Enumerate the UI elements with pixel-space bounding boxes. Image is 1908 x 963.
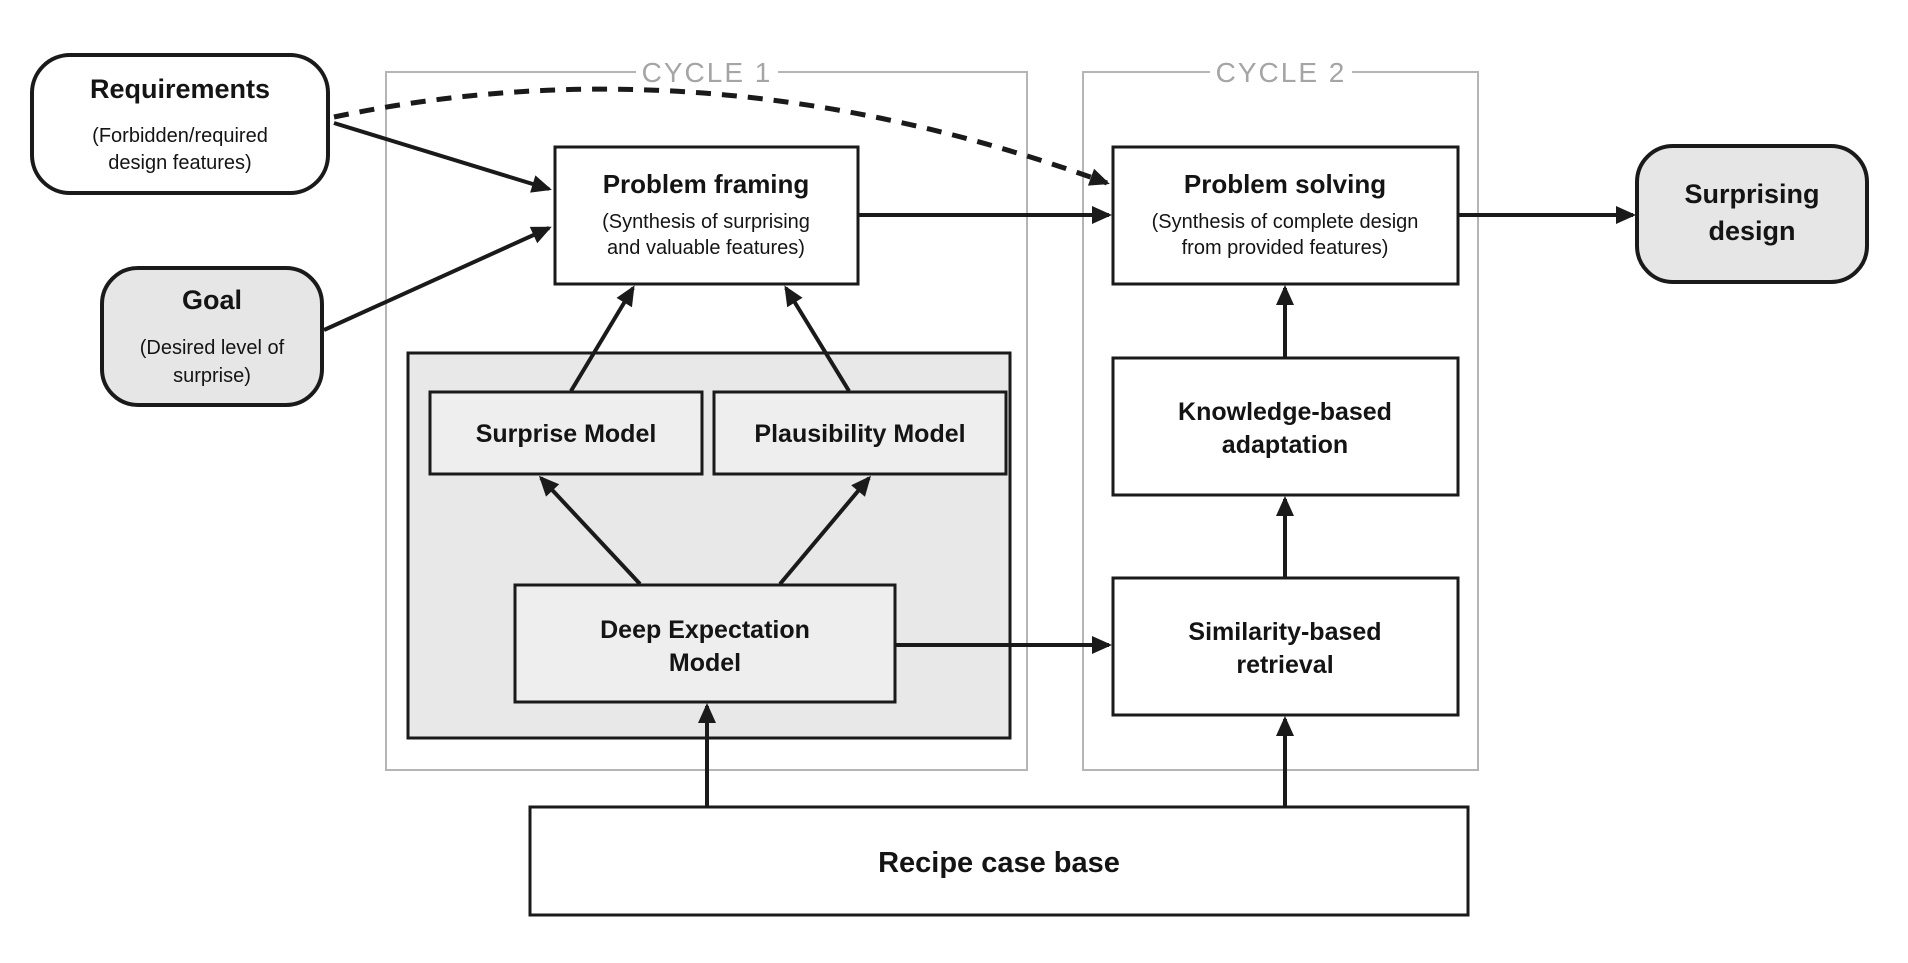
cycle1-label: CYCLE 1 <box>642 57 773 88</box>
surprising-design-node: Surprising design <box>1635 144 1869 284</box>
recipe-case-base-node: Recipe case base <box>528 805 1470 917</box>
deep-expectation-model-title-line2: Model <box>669 649 741 677</box>
similarity-based-retrieval-title-line1: Similarity-based <box>1188 618 1381 646</box>
edge-plausibility-model-to-problem-framing-arrow <box>784 285 851 393</box>
problem-framing-subtitle-line1: (Synthesis of surprising <box>602 211 810 233</box>
goal-subtitle-line1: (Desired level of <box>140 337 285 359</box>
problem-framing-box <box>553 145 860 286</box>
requirements-box <box>30 53 330 195</box>
similarity-based-retrieval-title-line2: retrieval <box>1236 651 1333 679</box>
similarity-based-retrieval-box <box>1111 576 1460 717</box>
plausibility-model-node: Plausibility Model <box>712 390 1008 476</box>
deep-expectation-model-title-line1: Deep Expectation <box>600 616 810 644</box>
edge-surprise-model-to-problem-framing-arrow <box>569 285 635 393</box>
requirements-node: Requirements (Forbidden/required design … <box>30 53 330 195</box>
knowledge-based-adaptation-box <box>1111 356 1460 497</box>
knowledge-based-adaptation-node: Knowledge-based adaptation <box>1111 356 1460 497</box>
deep-expectation-model-box <box>513 583 897 704</box>
problem-solving-subtitle-line2: from provided features) <box>1182 237 1389 259</box>
surprising-design-title-line2: design <box>1708 216 1795 246</box>
requirements-subtitle-line2: design features) <box>108 152 251 174</box>
edge-requirements-to-problem-framing-arrow <box>333 121 552 193</box>
edge-deep-expectation-to-surprise-model-arrow <box>538 475 642 586</box>
knowledge-based-adaptation-title-line2: adaptation <box>1222 431 1348 459</box>
goal-node: Goal (Desired level of surprise) <box>100 266 324 407</box>
similarity-based-retrieval-node: Similarity-based retrieval <box>1111 576 1460 717</box>
goal-subtitle-line2: surprise) <box>173 365 251 387</box>
edge-goal-to-problem-framing-arrow <box>323 226 552 332</box>
surprise-model-title: Surprise Model <box>476 420 657 448</box>
cycle2-label-backing <box>1210 54 1352 90</box>
surprise-model-box <box>428 390 704 476</box>
problem-framing-title: Problem framing <box>603 169 810 199</box>
cycle1-label-backing <box>636 54 778 90</box>
surprise-model-node: Surprise Model <box>428 390 704 476</box>
plausibility-model-box <box>712 390 1008 476</box>
goal-box <box>100 266 324 407</box>
cycle2-label: CYCLE 2 <box>1216 57 1347 88</box>
surprising-design-title-line1: Surprising <box>1684 179 1819 209</box>
problem-solving-node: Problem solving (Synthesis of complete d… <box>1111 145 1460 286</box>
goal-title: Goal <box>182 285 242 315</box>
knowledge-based-adaptation-title-line1: Knowledge-based <box>1178 398 1392 426</box>
plausibility-model-title: Plausibility Model <box>754 420 965 448</box>
deep-expectation-model-node: Deep Expectation Model <box>513 583 897 704</box>
requirements-subtitle-line1: (Forbidden/required <box>92 125 268 147</box>
problem-framing-subtitle-line2: and valuable features) <box>607 237 805 259</box>
surprising-design-box <box>1635 144 1869 284</box>
edge-deep-expectation-to-plausibility-model-arrow <box>778 475 871 586</box>
problem-framing-node: Problem framing (Synthesis of surprising… <box>553 145 860 286</box>
recipe-case-base-title: Recipe case base <box>878 847 1120 879</box>
problem-solving-title: Problem solving <box>1184 169 1386 199</box>
recipe-case-base-box <box>528 805 1470 917</box>
edge-requirements-to-problem-solving-dashed-arrow <box>333 86 1110 186</box>
problem-solving-subtitle-line1: (Synthesis of complete design <box>1152 211 1419 233</box>
requirements-title: Requirements <box>90 74 270 104</box>
